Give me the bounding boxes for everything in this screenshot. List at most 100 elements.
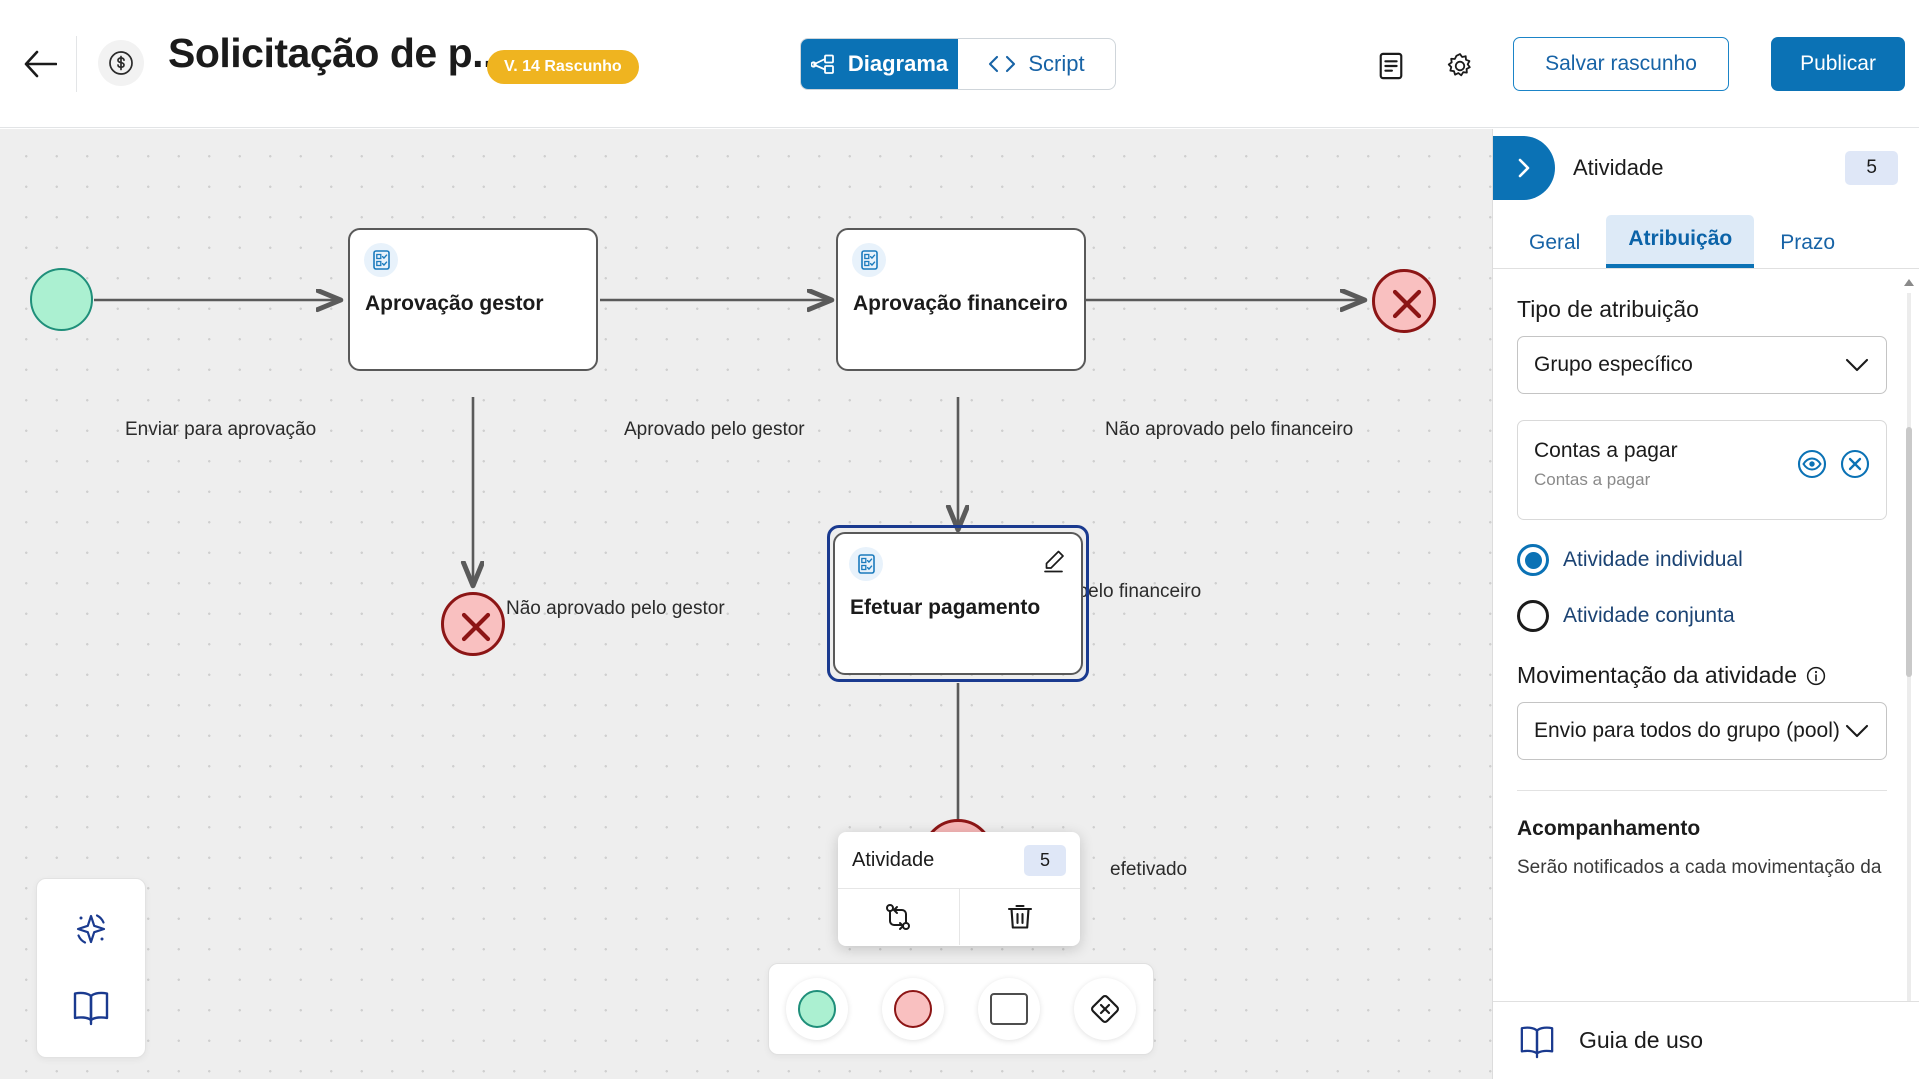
version-badge: V. 14 Rascunho — [487, 50, 639, 84]
end-event-shape — [894, 990, 932, 1028]
diagram-canvas[interactable]: Enviar para aprovação Aprovado pelo gest… — [0, 129, 1492, 1079]
properties-panel-title: Atividade — [1573, 155, 1664, 180]
tab-script-label: Script — [1028, 51, 1085, 76]
ai-assistant-button[interactable] — [63, 901, 119, 957]
tab-script[interactable]: Script — [958, 39, 1115, 89]
process-type-icon — [98, 40, 144, 86]
node-end-event-nao-aprovado-financeiro[interactable] — [1372, 269, 1436, 333]
chevron-down-icon — [1845, 358, 1869, 372]
notes-button[interactable] — [1371, 46, 1411, 86]
eye-icon — [1797, 449, 1827, 479]
settings-button[interactable] — [1440, 46, 1480, 86]
chevron-right-icon — [1518, 158, 1530, 178]
tab-diagrama-label: Diagrama — [847, 51, 949, 76]
ai-sparkle-icon — [76, 914, 106, 944]
close-x-icon — [1392, 289, 1422, 319]
tracking-text: Serão notificados a cada movimentação da — [1517, 857, 1882, 878]
context-menu-count: 5 — [1023, 844, 1066, 876]
node-task-aprovacao-gestor[interactable]: Aprovação gestor — [348, 228, 598, 371]
collapse-panel-button[interactable] — [1493, 136, 1555, 200]
trash-icon — [1007, 904, 1032, 929]
movement-value: Envio para todos do grupo (pool) — [1534, 719, 1840, 742]
tab-atribuicao[interactable]: Atribuição — [1606, 215, 1755, 268]
form-check-icon — [364, 243, 398, 277]
close-x-icon — [461, 612, 491, 642]
node-label: Aprovação gestor — [365, 292, 544, 315]
chevron-down-icon — [1845, 724, 1869, 738]
palette-gateway[interactable] — [1074, 978, 1136, 1040]
node-context-menu: Atividade 5 — [838, 832, 1080, 946]
movement-label: Movimentação da atividade — [1517, 662, 1797, 688]
node-end-event-nao-aprovado-gestor[interactable] — [441, 592, 505, 656]
node-label: Efetuar pagamento — [850, 596, 1041, 619]
node-selection-ring — [827, 525, 1089, 682]
pencil-icon[interactable] — [1041, 548, 1067, 574]
properties-tabs: Geral Atribuição Prazo — [1493, 207, 1919, 269]
radio-unselected-icon — [1517, 600, 1549, 632]
shape-palette — [768, 963, 1154, 1055]
properties-scrollbar[interactable] — [1904, 277, 1914, 1037]
branch-flow-icon — [886, 904, 911, 930]
movement-section-header: Movimentação da atividade — [1517, 662, 1896, 689]
document-lines-icon — [1379, 52, 1403, 80]
tab-diagrama[interactable]: Diagrama — [801, 39, 958, 89]
context-menu-title: Atividade — [852, 848, 935, 871]
diagram-icon — [810, 54, 834, 74]
publish-button[interactable]: Publicar — [1771, 37, 1905, 91]
view-group-button[interactable] — [1797, 449, 1827, 484]
properties-panel-header: Atividade 5 — [1493, 129, 1919, 207]
node-task-efetuar-pagamento[interactable]: Efetuar pagamento — [833, 532, 1083, 675]
app-header: Solicitação de p... V. 14 Rascunho Diagr… — [0, 0, 1919, 128]
code-brackets-icon — [989, 55, 1016, 73]
tracking-title: Acompanhamento — [1517, 817, 1701, 840]
node-task-aprovacao-financeiro[interactable]: Aprovação financeiro — [836, 228, 1086, 371]
gateway-shape — [1091, 995, 1119, 1023]
diagram-edges — [94, 129, 1492, 819]
page-title: Solicitação de p... — [168, 30, 505, 76]
movement-select[interactable]: Envio para todos do grupo (pool) — [1517, 702, 1887, 760]
save-draft-button[interactable]: Salvar rascunho — [1513, 37, 1729, 91]
properties-panel: Atividade 5 Geral Atribuição Prazo Tipo … — [1492, 129, 1919, 1079]
tab-geral[interactable]: Geral — [1507, 219, 1602, 268]
radio-conjunta-label: Atividade conjunta — [1563, 604, 1735, 627]
view-mode-toggle: Diagrama Script — [800, 38, 1116, 90]
palette-task[interactable] — [978, 978, 1040, 1040]
guide-book-button[interactable] — [63, 979, 119, 1035]
arrow-left-icon — [24, 50, 57, 78]
radio-atividade-conjunta[interactable]: Atividade conjunta — [1517, 600, 1896, 632]
assignment-type-select[interactable]: Grupo específico — [1517, 336, 1887, 394]
node-label: Aprovação financeiro — [853, 292, 1068, 315]
palette-end-event[interactable] — [882, 978, 944, 1040]
start-event-shape — [798, 990, 836, 1028]
assigned-group-card: Contas a pagar Contas a pagar — [1517, 420, 1887, 520]
context-menu-header: Atividade 5 — [838, 832, 1080, 889]
assigned-group-description: Contas a pagar — [1534, 470, 1651, 489]
radio-atividade-individual[interactable]: Atividade individual — [1517, 544, 1896, 576]
form-check-icon — [849, 547, 883, 581]
assigned-group-name: Contas a pagar — [1534, 439, 1678, 462]
gear-icon — [1447, 53, 1471, 77]
book-guide-icon — [73, 991, 109, 1026]
back-button[interactable] — [14, 38, 66, 90]
money-circle-icon — [109, 51, 133, 75]
properties-panel-body: Tipo de atribuição Grupo específico Cont… — [1493, 270, 1919, 1079]
node-start-event[interactable] — [30, 268, 93, 331]
info-icon[interactable] — [1806, 666, 1826, 686]
radio-individual-label: Atividade individual — [1563, 548, 1743, 571]
scrollbar-thumb[interactable] — [1906, 427, 1912, 677]
palette-start-event[interactable] — [786, 978, 848, 1040]
scroll-up-arrow[interactable] — [1904, 279, 1914, 286]
task-shape — [990, 993, 1028, 1025]
properties-panel-count: 5 — [1845, 151, 1898, 185]
canvas-tools-panel — [36, 878, 146, 1058]
header-divider — [76, 36, 77, 92]
guide-footer-label: Guia de uso — [1579, 1027, 1704, 1053]
guide-footer-link[interactable]: Guia de uso — [1493, 1001, 1919, 1079]
delete-node-button[interactable] — [958, 889, 1081, 945]
close-circle-icon — [1840, 449, 1870, 479]
form-check-icon — [852, 243, 886, 277]
tab-prazo[interactable]: Prazo — [1758, 219, 1857, 268]
branch-flow-button[interactable] — [838, 889, 959, 945]
remove-group-button[interactable] — [1840, 449, 1870, 484]
assignment-type-value: Grupo específico — [1534, 353, 1693, 376]
